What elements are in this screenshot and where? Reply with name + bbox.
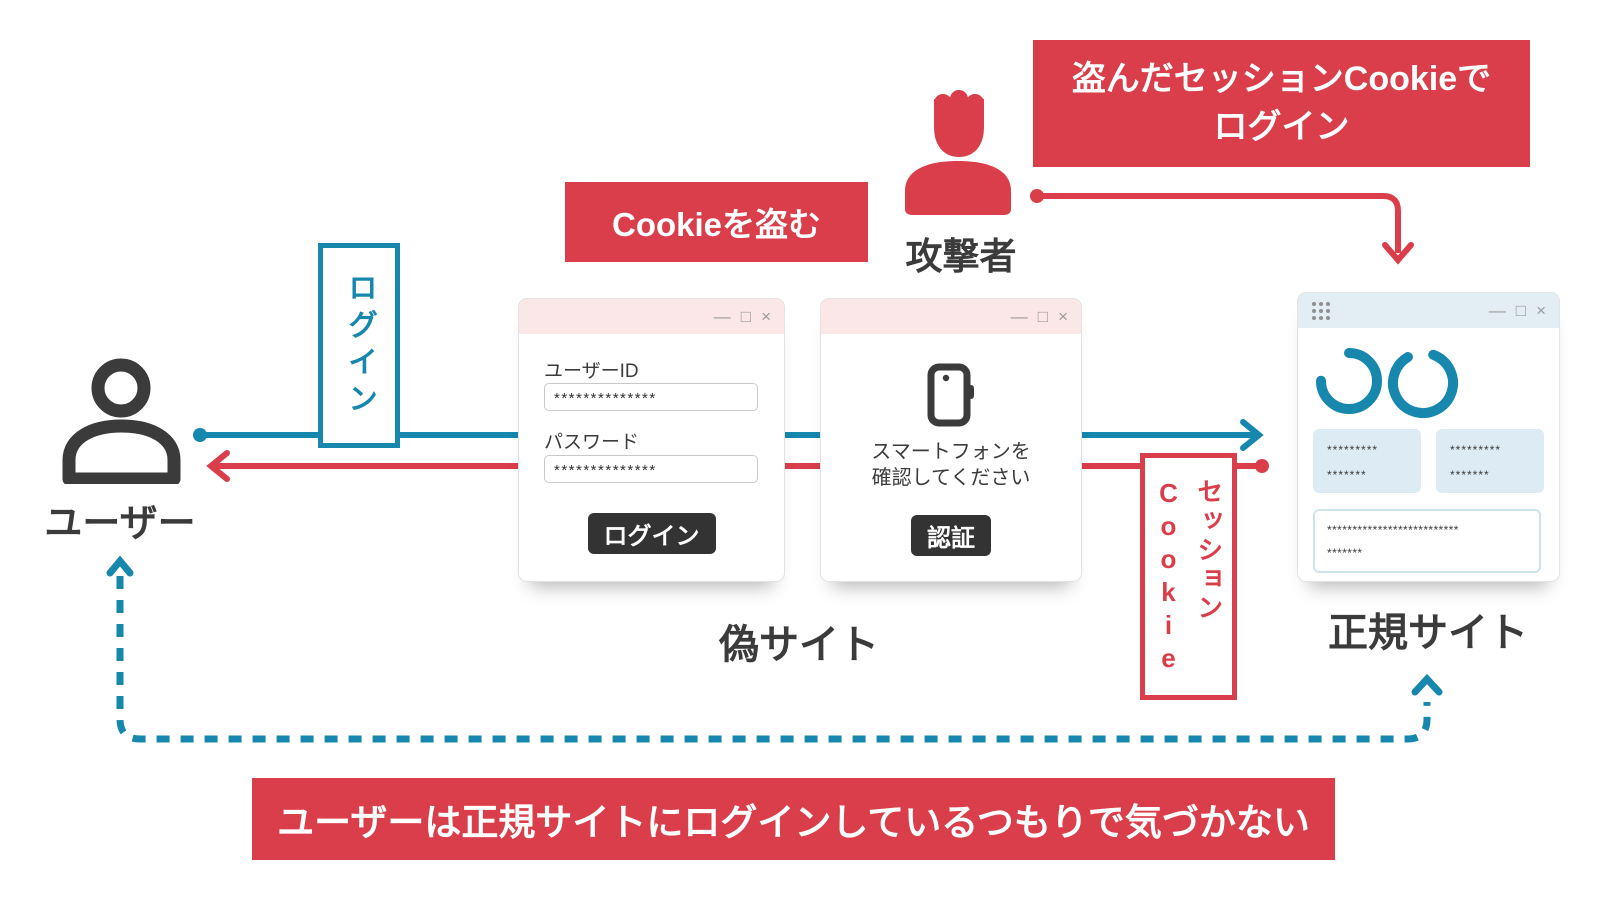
masked-line: *********	[1450, 443, 1502, 457]
minimize-button[interactable]: —	[1488, 301, 1506, 320]
fake-login-button[interactable]: ログイン	[587, 513, 716, 554]
fake-site-window: — □ × ユーザーID ************** パスワード ******…	[518, 298, 785, 582]
session-cookie-flow-label: セッション Cookie	[1140, 453, 1237, 700]
minimize-button[interactable]: —	[1010, 307, 1028, 326]
maximize-button[interactable]: □	[1037, 307, 1049, 326]
app-grid-icon[interactable]	[1312, 301, 1330, 320]
auth-window-titlebar: — □ ×	[821, 299, 1081, 334]
fake-window-titlebar: — □ ×	[519, 299, 784, 334]
real-site-caption: 正規サイト	[1328, 611, 1528, 655]
attacker-label: 攻撃者	[905, 236, 1017, 277]
real-window-titlebar: — □ ×	[1298, 293, 1559, 328]
bottom-note-banner: ユーザーは正規サイトにログインしているつもりで気づかない	[252, 778, 1335, 860]
masked-detail-box: ************************** *******	[1313, 509, 1541, 573]
masked-data-card: ********* *******	[1313, 429, 1421, 493]
smartphone-icon	[927, 363, 974, 427]
masked-line: *******	[1327, 468, 1367, 483]
password-input[interactable]: **************	[544, 455, 758, 483]
login-flow-label: ログイン	[318, 243, 400, 448]
maximize-button[interactable]: □	[740, 307, 752, 326]
attacker-login-arrow	[1030, 189, 1414, 265]
close-button[interactable]: ×	[1536, 301, 1546, 320]
minimize-button[interactable]: —	[713, 307, 731, 326]
auth-button[interactable]: 認証	[911, 515, 991, 556]
user-icon	[62, 358, 181, 484]
masked-line: *******	[1450, 468, 1490, 483]
masked-line: *******	[1327, 546, 1363, 561]
masked-line: *********	[1327, 443, 1379, 457]
user-id-label: ユーザーID	[544, 361, 639, 382]
fake-site-caption: 偽サイト	[719, 623, 879, 667]
steal-cookie-banner: Cookieを盗む	[565, 182, 868, 262]
masked-line: **************************	[1327, 523, 1459, 537]
auth-window: — □ × スマートフォンを 確認してください 認証	[820, 298, 1082, 582]
real-site-window: — □ × ********* ******* ********* ******…	[1297, 292, 1560, 582]
close-button[interactable]: ×	[1058, 307, 1068, 326]
user-label: ユーザー	[44, 503, 196, 545]
stolen-cookie-banner: 盗んだセッションCookieで ログイン	[1033, 40, 1530, 167]
attacker-icon	[905, 90, 1011, 215]
decorative-arcs	[1316, 348, 1458, 418]
masked-data-card: ********* *******	[1436, 429, 1544, 493]
login-flow-text: ログイン	[343, 271, 376, 420]
auth-message: スマートフォンを 確認してください	[871, 441, 1031, 490]
close-button[interactable]: ×	[761, 307, 771, 326]
session-cookie-text: セッション Cookie	[1153, 477, 1224, 676]
user-id-input[interactable]: **************	[544, 383, 758, 411]
password-label: パスワード	[544, 432, 640, 453]
maximize-button[interactable]: □	[1515, 301, 1527, 320]
